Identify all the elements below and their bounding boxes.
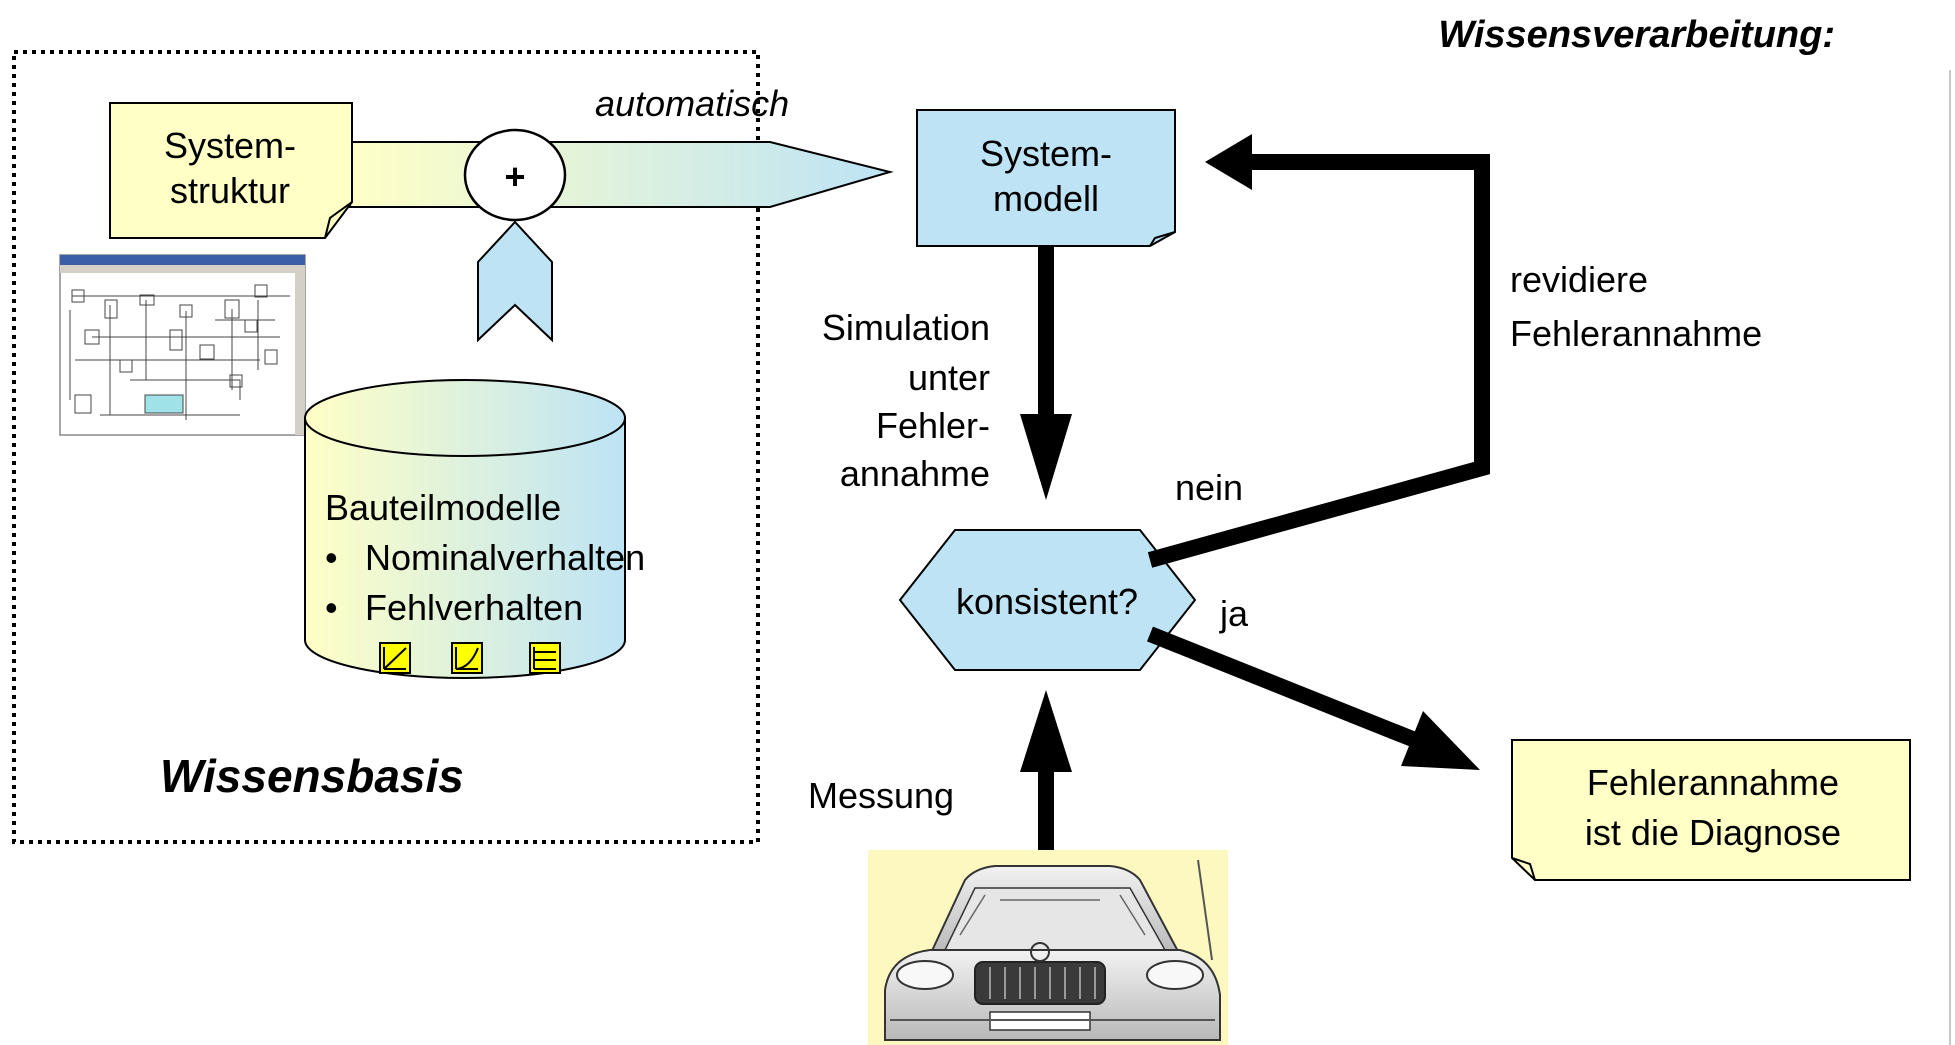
simulation-line-4: annahme bbox=[840, 453, 990, 494]
linear-characteristic-icon bbox=[379, 642, 411, 674]
system-model-line-2: modell bbox=[993, 178, 1099, 219]
measurement-label: Messung bbox=[808, 775, 954, 816]
constant-characteristic-icon bbox=[529, 642, 561, 674]
revise-line-1: revidiere bbox=[1510, 259, 1648, 300]
page-heading: Wissensverarbeitung: bbox=[1438, 14, 1835, 56]
simulation-arrow bbox=[1020, 246, 1072, 500]
diagnosis-line-2: ist die Diagnose bbox=[1585, 812, 1841, 853]
automatic-arrow bbox=[349, 141, 894, 208]
measurement-arrow bbox=[1020, 690, 1072, 850]
no-label: nein bbox=[1175, 467, 1243, 508]
diagnosis-note: Fehlerannahme ist die Diagnose bbox=[1511, 739, 1911, 881]
bullet-2: • bbox=[325, 587, 338, 628]
simulation-line-3: Fehler- bbox=[876, 405, 990, 446]
consistency-decision: konsistent? bbox=[898, 529, 1197, 671]
simulation-line-1: Simulation bbox=[822, 307, 990, 348]
system-structure-note: System- struktur bbox=[109, 102, 353, 239]
system-structure-line-2: struktur bbox=[170, 170, 290, 211]
plus-symbol: + bbox=[504, 156, 525, 197]
revise-line-2: Fehlerannahme bbox=[1510, 313, 1762, 354]
knowledge-base-label: Wissensbasis bbox=[160, 750, 464, 802]
system-model-line-1: System- bbox=[980, 133, 1112, 174]
yes-label: ja bbox=[1219, 593, 1249, 634]
car-illustration bbox=[868, 850, 1228, 1045]
combine-node: + bbox=[463, 128, 567, 222]
diagnosis-arrow bbox=[1147, 626, 1480, 770]
schematic-screenshot bbox=[59, 254, 306, 436]
chevron-up-arrow bbox=[477, 220, 553, 343]
knowledge-base-frame bbox=[12, 50, 760, 844]
component-models-item-1: Nominalverhalten bbox=[365, 537, 645, 578]
component-models-item-2: Fehlverhalten bbox=[365, 587, 583, 628]
decision-label: konsistent? bbox=[956, 581, 1138, 622]
diagnosis-line-1: Fehlerannahme bbox=[1587, 762, 1839, 803]
bullet-1: • bbox=[325, 537, 338, 578]
automatic-label: automatisch bbox=[595, 83, 789, 124]
system-model-note: System- modell bbox=[916, 109, 1176, 247]
curve-characteristic-icon bbox=[451, 642, 483, 674]
component-model-cylinder: Bauteilmodelle • Nominalverhalten • Fehl… bbox=[304, 379, 645, 679]
component-models-title: Bauteilmodelle bbox=[325, 487, 561, 528]
system-structure-line-1: System- bbox=[164, 125, 296, 166]
revise-feedback-arrow bbox=[1147, 134, 1490, 568]
simulation-line-2: unter bbox=[908, 357, 990, 398]
